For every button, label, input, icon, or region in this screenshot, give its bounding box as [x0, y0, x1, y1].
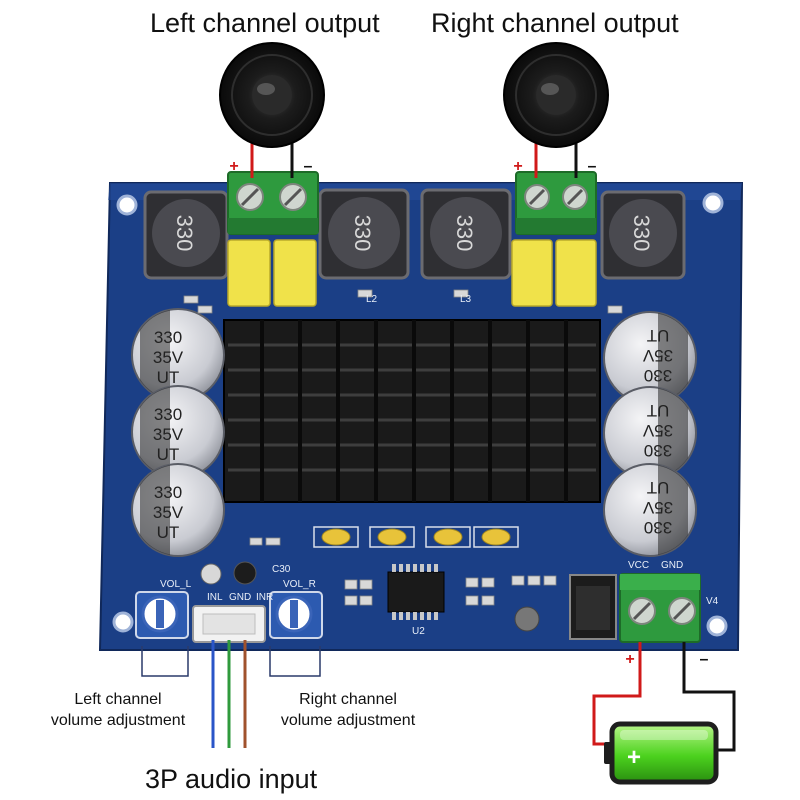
- svg-text:330: 330: [644, 441, 672, 460]
- ic-chip: [387, 564, 445, 620]
- left-volume-label-line2: volume adjustment: [50, 712, 186, 729]
- svg-text:UT: UT: [157, 523, 180, 542]
- silk-vol-l: VOL_L: [160, 579, 192, 590]
- left-volume-label: Left channel volume adjustment: [40, 689, 196, 731]
- inductor-2-label: 330: [350, 215, 375, 252]
- battery-wires: [592, 642, 736, 752]
- smd-capacitors: [321, 528, 511, 546]
- svg-text:330: 330: [154, 483, 182, 502]
- svg-text:330: 330: [644, 518, 672, 537]
- silk-c30: C30: [272, 564, 291, 575]
- inductor-4-label: 330: [629, 215, 654, 252]
- smd-resistors: [183, 289, 623, 606]
- silk-vcc: VCC: [628, 560, 649, 571]
- silk-power-gnd: GND: [661, 560, 683, 571]
- inductor-2: 330: [318, 188, 410, 280]
- svg-text:35V: 35V: [153, 348, 184, 367]
- left-volume-label-line1: Left channel: [74, 691, 162, 708]
- right-minus-marker: –: [588, 158, 597, 175]
- audio-input-connector: [192, 605, 266, 643]
- film-capacitors: [227, 239, 597, 307]
- audio-input-wires: [211, 640, 247, 748]
- capacitor-left-1: 330 35V UT: [131, 308, 225, 402]
- silk-inl: INL: [207, 592, 223, 603]
- left-speaker-icon: [219, 42, 325, 148]
- small-electrolytic-caps: [200, 561, 540, 632]
- battery-plus-symbol: +: [627, 744, 641, 771]
- svg-text:330: 330: [644, 366, 672, 385]
- svg-text:330: 330: [154, 405, 182, 424]
- svg-text:35V: 35V: [642, 421, 673, 440]
- right-output-label: Right channel output: [431, 8, 679, 38]
- inductor-1-label: 330: [172, 215, 197, 252]
- right-volume-label-line1: Right channel: [299, 691, 397, 708]
- capacitor-right-3: 330 35V UT: [603, 463, 697, 557]
- svg-text:UT: UT: [157, 368, 180, 387]
- heatsink: [223, 319, 601, 503]
- left-plus-marker: +: [229, 158, 238, 175]
- inductor-4: 330: [600, 190, 686, 280]
- svg-text:UT: UT: [647, 401, 670, 420]
- inductor-3: 330: [420, 188, 512, 280]
- power-diode: [569, 574, 617, 640]
- capacitor-left-2: 330 35V UT: [131, 385, 225, 479]
- power-minus-marker: –: [700, 651, 709, 668]
- capacitor-right-2: 330 35V UT: [603, 386, 697, 480]
- svg-text:35V: 35V: [153, 425, 184, 444]
- right-plus-marker: +: [513, 158, 522, 175]
- audio-input-label: 3P audio input: [145, 764, 318, 794]
- right-volume-label: Right channel volume adjustment: [268, 689, 428, 731]
- svg-text:35V: 35V: [642, 498, 673, 517]
- capacitor-left-3: 330 35V UT: [131, 463, 225, 557]
- left-volume-potentiometer: [135, 591, 189, 639]
- right-output-terminal: [515, 171, 597, 235]
- inductor-3-label: 330: [452, 215, 477, 252]
- right-volume-label-line2: volume adjustment: [280, 712, 416, 729]
- silk-u2: U2: [412, 626, 425, 637]
- mounting-holes: [112, 192, 728, 637]
- silk-l2: L2: [366, 294, 378, 305]
- inductor-1: 330: [143, 190, 229, 280]
- left-minus-marker: –: [304, 158, 313, 175]
- right-speaker-icon: [503, 42, 609, 148]
- power-terminal: [619, 573, 701, 643]
- left-output-terminal: [227, 171, 319, 235]
- svg-text:35V: 35V: [642, 346, 673, 365]
- svg-text:UT: UT: [157, 445, 180, 464]
- silk-inr: INR: [256, 592, 273, 603]
- svg-text:330: 330: [154, 328, 182, 347]
- svg-text:UT: UT: [647, 478, 670, 497]
- svg-text:UT: UT: [647, 326, 670, 345]
- silk-gnd: GND: [229, 592, 251, 603]
- silk-vol-r: VOL_R: [283, 579, 316, 590]
- silk-l3: L3: [460, 294, 472, 305]
- battery-icon: +: [604, 721, 719, 785]
- right-volume-potentiometer: [269, 591, 323, 639]
- capacitor-right-1: 330 35V UT: [603, 311, 697, 405]
- left-output-label: Left channel output: [150, 8, 380, 38]
- power-plus-marker: +: [625, 651, 634, 668]
- svg-text:35V: 35V: [153, 503, 184, 522]
- silk-v4: V4: [706, 596, 719, 607]
